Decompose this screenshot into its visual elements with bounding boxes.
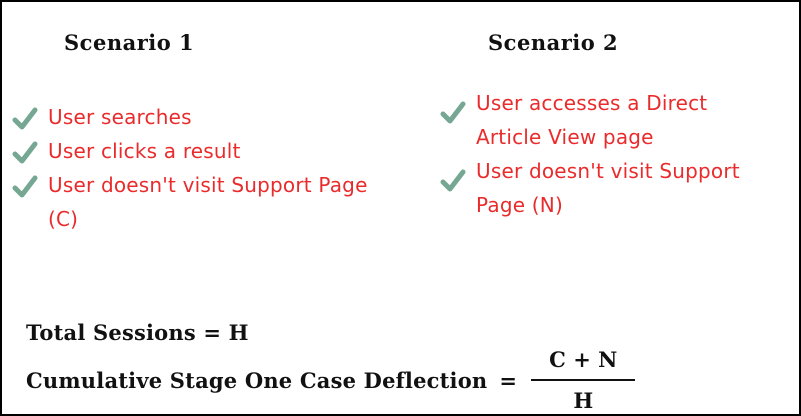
list-item: User doesn't visit Support Page (C): [12, 168, 424, 236]
deflection-label: Cumulative Stage One Case Deflection: [26, 367, 488, 393]
deflection-equation: Cumulative Stage One Case Deflection = C…: [26, 347, 636, 413]
equals-sign: =: [499, 367, 518, 393]
fraction-denominator: H: [573, 388, 594, 413]
list-item: User doesn't visit Support Page (N): [440, 154, 796, 222]
scenario2-checklist: User accesses a Direct Article View page…: [440, 86, 796, 222]
list-item-label: User searches: [48, 105, 192, 129]
scenario1-checklist: User searches User clicks a result User …: [12, 100, 424, 236]
list-item: User searches: [12, 100, 424, 134]
fraction-numerator: C + N: [531, 347, 636, 381]
list-item-label: User doesn't visit Support Page (N): [476, 159, 740, 217]
list-item: User clicks a result: [12, 134, 424, 168]
list-item-label: User doesn't visit Support Page (C): [48, 173, 368, 231]
fraction: C + N H: [531, 347, 636, 413]
list-item: User accesses a Direct Article View page: [440, 86, 796, 154]
check-icon: [440, 86, 476, 126]
list-item-label: User accesses a Direct Article View page: [476, 91, 708, 149]
scenario2-title: Scenario 2: [488, 30, 619, 55]
scenario1-title: Scenario 1: [64, 30, 195, 55]
check-icon: [12, 100, 48, 132]
formula-section: Total Sessions = H Cumulative Stage One …: [26, 320, 636, 413]
check-icon: [12, 168, 48, 200]
total-sessions-equation: Total Sessions = H: [26, 320, 249, 345]
check-icon: [12, 134, 48, 166]
check-icon: [440, 154, 476, 194]
list-item-label: User clicks a result: [48, 139, 241, 163]
